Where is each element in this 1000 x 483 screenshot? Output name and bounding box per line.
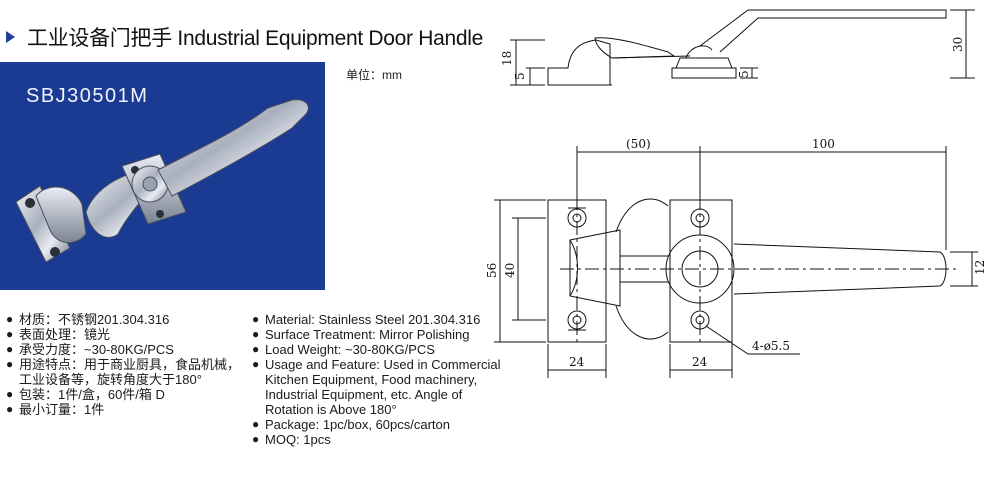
spec-list-english: Material: Stainless Steel 201.304.316 Su… (252, 312, 510, 447)
spec-item: Load Weight: ~30-80KG/PCS (252, 342, 510, 357)
dim-height-inner: 40 (503, 263, 517, 278)
spec-item: 表面处理：镜光 (6, 327, 246, 342)
dim-handle-tip: 12 (973, 260, 987, 275)
dim-bracket-width-left: 24 (569, 355, 585, 369)
technical-drawing: 18 5 5 30 (50) 100 56 40 24 24 12 4-ø5.5 (485, 9, 987, 378)
dim-top-offset: (50) (626, 137, 651, 151)
spec-item: 最小订量：1件 (6, 402, 246, 417)
spec-item: MOQ: 1pcs (252, 432, 510, 447)
spec-item: 承受力度：~30-80KG/PCS (6, 342, 246, 357)
dim-holes: 4-ø5.5 (752, 339, 790, 353)
spec-item: Material: Stainless Steel 201.304.316 (252, 312, 510, 327)
spec-item: 用途特点：用于商业厨具，食品机械，工业设备等，旋转角度大于180° (6, 357, 246, 387)
dim-side-height-left: 18 (500, 51, 514, 66)
model-number: SBJ30501M (26, 85, 149, 107)
spec-item: Usage and Feature: Used in Commercial Ki… (252, 357, 510, 417)
product-photo: SBJ30501M (0, 62, 325, 290)
dim-height-outer: 56 (485, 263, 499, 278)
dim-side-base-left: 5 (513, 72, 527, 80)
spec-item: Package: 1pc/box, 60pcs/carton (252, 417, 510, 432)
dim-side-total-height: 30 (951, 37, 965, 52)
title-arrow-icon (6, 31, 15, 43)
dim-side-base-right: 5 (737, 70, 751, 78)
spec-list-chinese: 材质：不锈钢201.304.316 表面处理：镜光 承受力度：~30-80KG/… (6, 312, 246, 417)
top-view (494, 146, 978, 378)
door-handle-image (15, 99, 309, 263)
page-title: 工业设备门把手 Industrial Equipment Door Handle (27, 27, 484, 50)
spec-item: 材质：不锈钢201.304.316 (6, 312, 246, 327)
side-view (510, 9, 975, 86)
dim-bracket-width-right: 24 (692, 355, 708, 369)
dim-top-length: 100 (812, 137, 835, 151)
spec-item: 包装：1件/盒，60件/箱 D (6, 387, 246, 402)
unit-label: 单位：mm (346, 68, 402, 82)
spec-item: Surface Treatment: Mirror Polishing (252, 327, 510, 342)
title-row: 工业设备门把手 Industrial Equipment Door Handle (6, 22, 483, 52)
